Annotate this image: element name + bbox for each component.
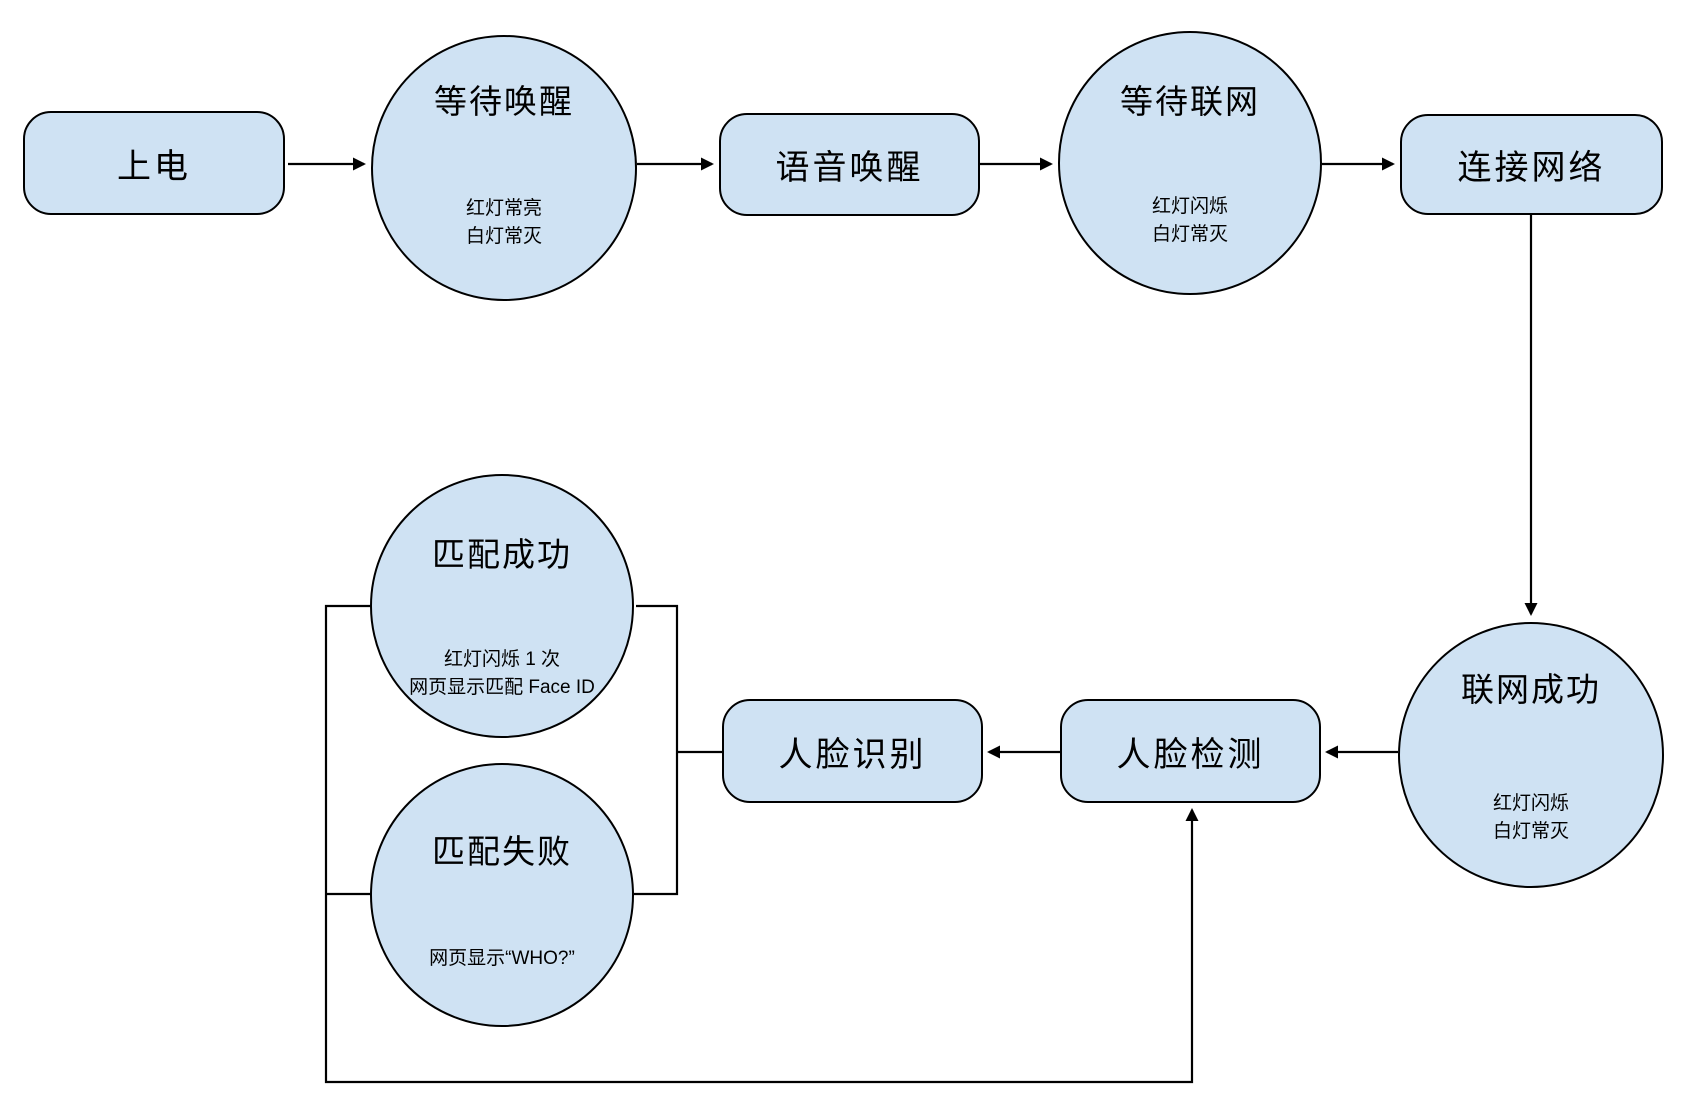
node-face-detect: 人脸检测 [1060, 699, 1321, 803]
node-wait-network-title: 等待联网 [1120, 83, 1260, 120]
node-match-success: 匹配成功 红灯闪烁 1 次 网页显示匹配 Face ID [370, 474, 634, 738]
note-line: 红灯闪烁 [1151, 196, 1228, 217]
node-power-on: 上电 [23, 111, 285, 215]
note-line: 红灯闪烁 1 次 [443, 649, 561, 670]
node-connect-network-label: 连接网络 [1457, 149, 1606, 187]
node-face-detect-label: 人脸检测 [1116, 735, 1265, 774]
node-face-recognize: 人脸识别 [722, 699, 983, 803]
note-line: 红灯常亮 [465, 198, 542, 219]
node-voice-wake-label: 语音唤醒 [775, 149, 924, 187]
bracket-results-right [634, 604, 679, 896]
node-network-success: 联网成功 红灯闪烁 白灯常灭 [1398, 622, 1664, 888]
node-wait-wake: 等待唤醒 红灯常亮 白灯常灭 [371, 35, 637, 301]
node-network-success-note: 红灯闪烁 白灯常灭 [1400, 790, 1662, 846]
note-line: 网页显示匹配 Face ID [409, 677, 595, 698]
node-voice-wake: 语音唤醒 [719, 113, 980, 216]
note-line: 白灯常灭 [465, 226, 542, 247]
node-wait-network-note: 红灯闪烁 白灯常灭 [1060, 193, 1320, 249]
edge-results-loop-to-facedetect [324, 604, 1199, 1084]
note-line: 白灯常灭 [1492, 821, 1569, 842]
note-line: 红灯闪烁 [1492, 793, 1569, 814]
node-match-success-title: 匹配成功 [432, 536, 572, 573]
node-wait-wake-title: 等待唤醒 [434, 83, 574, 120]
note-line: 白灯常灭 [1151, 224, 1228, 245]
node-match-success-note: 红灯闪烁 1 次 网页显示匹配 Face ID [372, 646, 632, 702]
node-network-success-title: 联网成功 [1461, 671, 1601, 708]
node-power-on-label: 上电 [117, 147, 191, 186]
node-face-recognize-label: 人脸识别 [778, 735, 927, 774]
node-match-fail-title: 匹配失败 [432, 833, 572, 870]
node-match-fail: 匹配失败 网页显示“WHO?” [370, 763, 634, 1027]
note-line: 网页显示“WHO?” [429, 948, 575, 969]
node-wait-wake-note: 红灯常亮 白灯常灭 [373, 195, 635, 251]
node-connect-network: 连接网络 [1400, 114, 1663, 215]
node-match-fail-note: 网页显示“WHO?” [372, 945, 632, 973]
node-wait-network: 等待联网 红灯闪烁 白灯常灭 [1058, 31, 1322, 295]
